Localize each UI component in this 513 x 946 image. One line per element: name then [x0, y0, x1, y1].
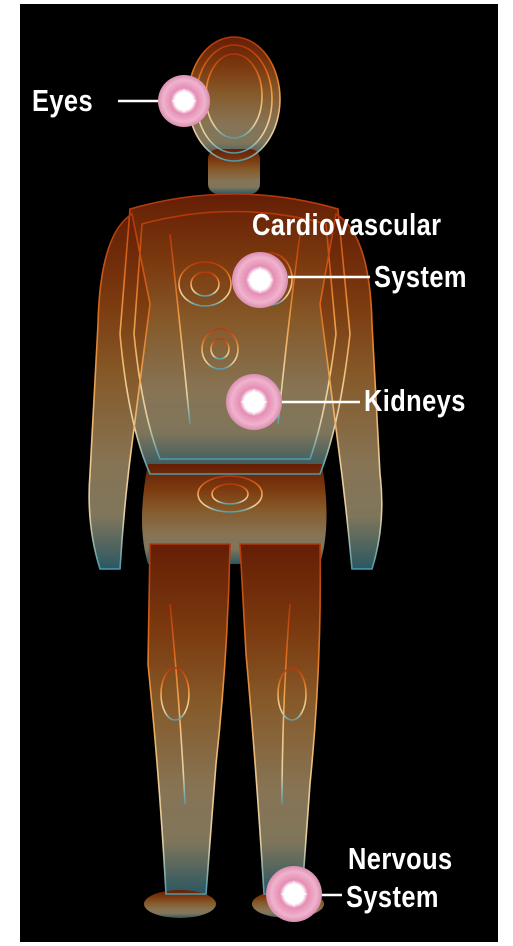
- kidneys-marker-icon: [226, 374, 282, 430]
- nervous-system-marker-icon: [266, 866, 322, 922]
- body-silhouette: [89, 37, 382, 918]
- body-illustration: [20, 4, 498, 942]
- cardiovascular-marker-icon: [232, 252, 288, 308]
- cardiovascular-system-label: System: [374, 260, 467, 294]
- cardiovascular-label: Cardiovascular: [252, 208, 441, 242]
- kidneys-label: Kidneys: [364, 384, 466, 418]
- eyes-marker-icon: [158, 75, 210, 127]
- nervous-label: Nervous: [348, 842, 453, 876]
- nervous-system-label: System: [346, 880, 439, 914]
- anatomy-figure: Eyes Cardiovascular System Kidneys Nervo…: [20, 4, 498, 942]
- eyes-label: Eyes: [32, 84, 93, 118]
